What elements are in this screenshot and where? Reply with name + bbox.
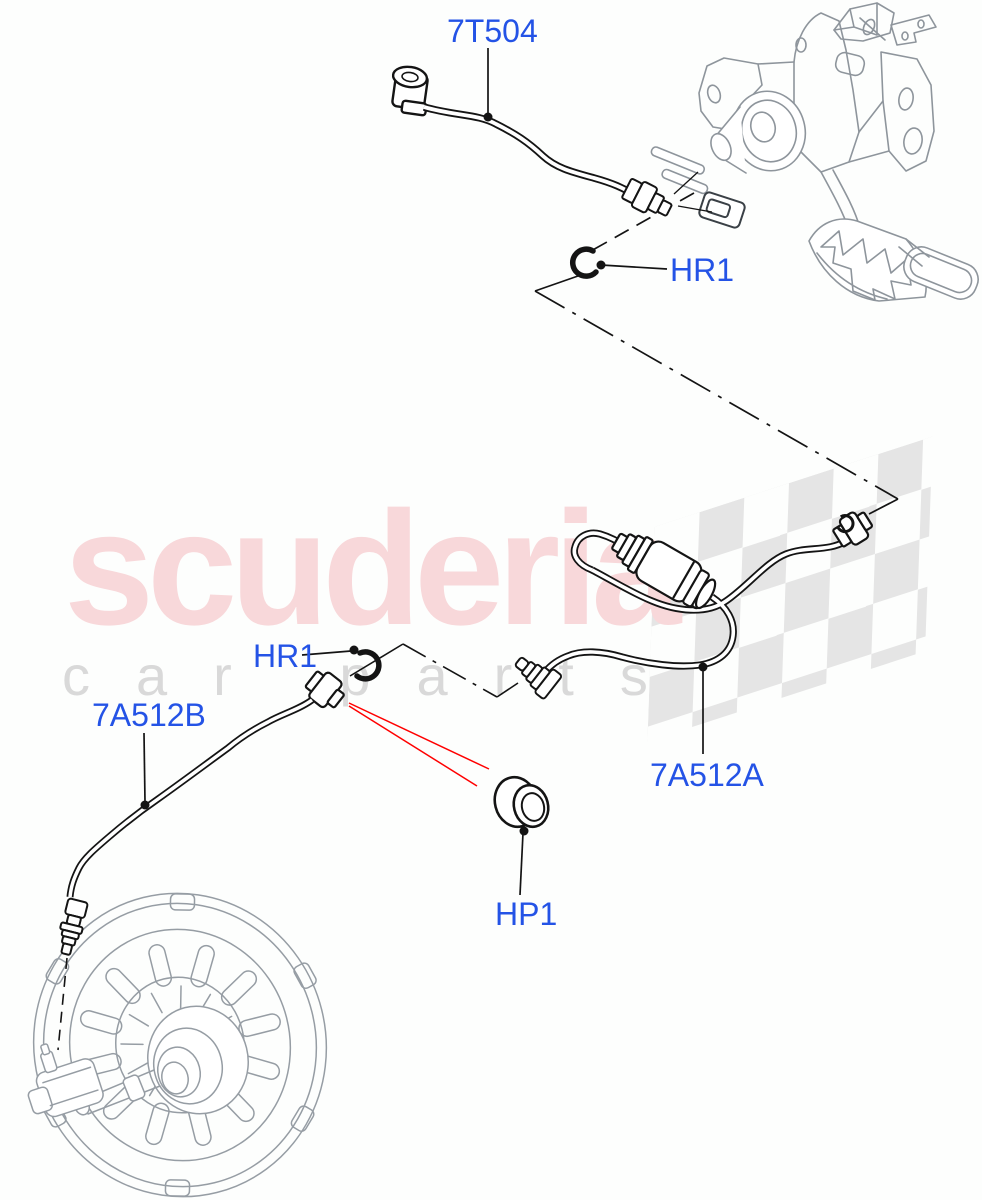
part-label-hp1: HP1 — [495, 896, 558, 932]
pipe-7a512b — [59, 670, 345, 956]
retainer-clip-hr1-mid — [301, 645, 382, 682]
master-cylinder-connector-sketch — [698, 191, 746, 229]
part-label-hr1-mid: HR1 — [253, 638, 318, 674]
part-label-7t504: 7T504 — [447, 13, 538, 49]
brand-watermark: scuderia — [64, 478, 681, 659]
part-label-7a512b: 7A512B — [92, 697, 206, 733]
red-pointer-lines — [348, 702, 490, 787]
hose-7a512a — [514, 511, 874, 754]
pedal-assembly-sketch — [650, 2, 979, 302]
part-label-7a512a: 7A512A — [650, 757, 764, 793]
part-label-hr1-top: HR1 — [670, 252, 735, 288]
clutch-assembly-sketch — [27, 892, 328, 1198]
retainer-clip-hr1-top — [570, 246, 668, 279]
pipe-7t504 — [391, 48, 713, 217]
hose-quick-connector — [832, 511, 874, 548]
hose-union-coupling — [514, 656, 563, 700]
grommet-hp1 — [493, 775, 550, 896]
hose-damper — [611, 532, 717, 610]
